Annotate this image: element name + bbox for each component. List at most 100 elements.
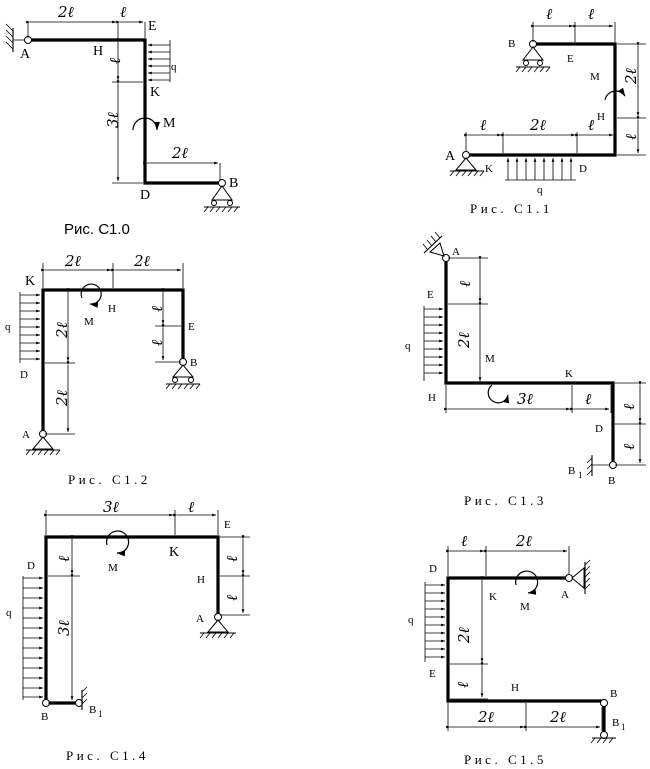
label-k: K: [150, 85, 160, 100]
dim-c10-d5: 2ℓ: [171, 144, 188, 162]
dim-c10-d1: 2ℓ: [57, 3, 74, 21]
dim-c15-d2: 2ℓ: [515, 532, 532, 550]
dim-c11-d3: 2ℓ: [622, 68, 640, 85]
caption-c1-0: Рис. С1.0: [64, 221, 130, 238]
distributed-load-q: [505, 157, 576, 181]
dim-c11-d6: 2ℓ: [529, 116, 546, 134]
label-e: E: [148, 19, 157, 34]
label-b: B: [610, 688, 617, 700]
fixed-support-b1: [590, 737, 616, 744]
dim-c10-d4: 3ℓ: [104, 112, 122, 128]
dim-c15-d5: 2ℓ: [477, 708, 494, 726]
label-k: K: [485, 163, 493, 175]
distributed-load-q: [147, 40, 171, 82]
label-h: H: [428, 392, 436, 404]
dim-c15-d3: 2ℓ: [455, 627, 473, 644]
label-h: H: [108, 303, 116, 315]
dim-c14-d2: ℓ: [188, 498, 194, 516]
label-b: B: [508, 38, 515, 50]
roller-support-b: [515, 46, 551, 73]
dim-c11-d4: ℓ: [622, 134, 640, 140]
label-m: M: [84, 316, 94, 328]
dim-c11-d7: ℓ: [588, 116, 594, 134]
label-e: E: [567, 53, 574, 65]
label-m: M: [520, 601, 530, 613]
label-q: q: [537, 184, 543, 196]
dim-c14-d4: 3ℓ: [55, 620, 73, 636]
figure-c1-2: 2ℓ 2ℓ ℓ ℓ 2ℓ 2ℓ q M: [5, 252, 201, 487]
moment-m: [80, 283, 102, 308]
frame-c1-5: [446, 576, 606, 735]
label-a: A: [196, 613, 204, 625]
moment-m: [604, 87, 626, 101]
label-k: K: [565, 368, 573, 380]
dim-c13-d6: ℓ: [620, 444, 638, 450]
pin-support-a: [571, 559, 591, 594]
label-a: A: [22, 429, 30, 441]
label-m: M: [485, 353, 495, 365]
dim-c10-d3: ℓ: [106, 58, 124, 64]
fixed-support-a: [5, 23, 25, 52]
label-k: K: [25, 274, 35, 289]
label-a: A: [445, 149, 456, 164]
dim-c10-d2: ℓ: [120, 3, 126, 21]
dim-c12-d5: 2ℓ: [53, 322, 71, 339]
dim-c13-d1: ℓ: [456, 281, 474, 287]
hinge-b: [600, 699, 608, 707]
figure-c1-0: 2ℓ ℓ ℓ 3ℓ 2ℓ q M A H E K D B: [5, 3, 240, 238]
dim-c12-d2: 2ℓ: [133, 252, 150, 270]
label-d: D: [20, 369, 28, 381]
figure-c1-4: 3ℓ ℓ ℓ 3ℓ ℓ ℓ: [6, 498, 250, 763]
label-b: B: [190, 357, 197, 369]
label-k: K: [489, 591, 497, 603]
label-e: E: [224, 519, 231, 531]
label-b: B: [608, 475, 615, 487]
dim-c13-d2: 2ℓ: [455, 332, 473, 349]
label-b1: B: [568, 465, 575, 477]
distributed-load-q: [423, 306, 444, 381]
pin-support-a: [422, 231, 445, 257]
dim-c14-d3: ℓ: [55, 556, 73, 562]
distributed-load-q: [424, 582, 446, 662]
label-q: q: [171, 61, 177, 73]
dim-c11-d5: ℓ: [480, 116, 486, 134]
label-q: q: [6, 607, 12, 619]
label-b1: B: [612, 717, 619, 729]
figure-c1-1: ℓ ℓ 2ℓ ℓ ℓ 2ℓ ℓ q: [445, 5, 646, 216]
pin-support-a: [25, 436, 61, 456]
label-d: D: [429, 563, 437, 575]
label-h: H: [197, 574, 205, 586]
label-e: E: [429, 668, 436, 680]
caption-c1-4: Рис. С1.4: [66, 748, 149, 763]
dim-c15-d4: ℓ: [454, 682, 472, 688]
label-b1-sub: 1: [621, 722, 626, 732]
label-d: D: [140, 188, 150, 203]
label-e: E: [188, 321, 195, 333]
dim-c13-d5: ℓ: [620, 404, 638, 410]
pin-support-a: [449, 151, 485, 177]
label-h: H: [511, 682, 519, 694]
dim-c13-d4: ℓ: [585, 390, 591, 408]
label-e: E: [427, 289, 434, 301]
fixed-support-b1: [81, 686, 88, 710]
frame-c1-0: [26, 38, 222, 185]
dim-c11-d1: ℓ: [546, 5, 552, 23]
dim-c12-d4: ℓ: [148, 340, 166, 346]
label-b1: B: [89, 704, 96, 716]
dim-c14-d5: ℓ: [223, 556, 241, 562]
moment-m: [515, 570, 539, 595]
figure-c1-3: ℓ 2ℓ 3ℓ ℓ ℓ ℓ q M: [405, 231, 646, 508]
label-d: D: [595, 423, 603, 435]
label-a: A: [561, 589, 569, 601]
label-q: q: [408, 614, 414, 626]
label-a: A: [20, 47, 31, 62]
caption-c1-1: Рис. С1.1: [470, 201, 553, 216]
label-q: q: [405, 340, 411, 352]
dim-c11-d2: ℓ: [588, 5, 594, 23]
label-k: K: [169, 545, 179, 560]
moment-m: [487, 384, 510, 404]
roller-support-b: [203, 179, 240, 213]
dim-c14-d1: 3ℓ: [103, 498, 119, 516]
dim-c12-d1: 2ℓ: [64, 252, 81, 270]
pin-support-a: [199, 619, 236, 639]
